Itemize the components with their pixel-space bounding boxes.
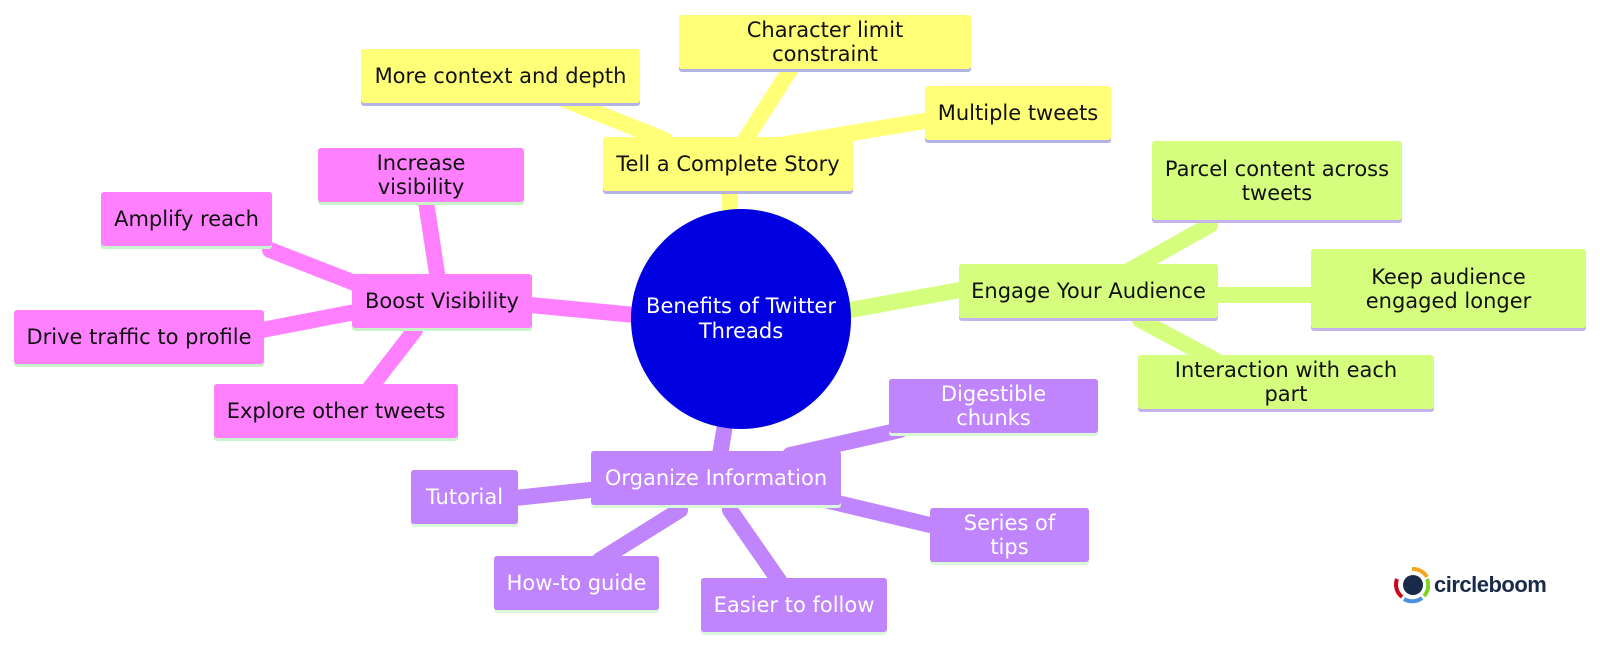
leaf-tutorial: Tutorial — [411, 470, 518, 524]
leaf-easier-to-follow: Easier to follow — [701, 578, 887, 632]
leaf-multiple-tweets: Multiple tweets — [925, 86, 1111, 140]
leaf-more-context-and-depth: More context and depth — [361, 49, 640, 103]
leaf-amplify-reach: Amplify reach — [101, 192, 272, 246]
leaf-drive-traffic-to-profile: Drive traffic to profile — [14, 310, 264, 364]
branch-engage-your-audience: Engage Your Audience — [959, 264, 1218, 318]
leaf-series-of-tips: Series of tips — [930, 508, 1089, 562]
leaf-increase-visibility: Increase visibility — [318, 148, 524, 202]
circleboom-logo: circleboom — [1394, 565, 1547, 605]
leaf-parcel-content-across-tweets: Parcel content across tweets — [1152, 141, 1402, 220]
circleboom-logo-icon — [1394, 566, 1430, 604]
leaf-explore-other-tweets: Explore other tweets — [214, 384, 458, 438]
branch-tell-a-complete-story: Tell a Complete Story — [603, 137, 853, 191]
branch-boost-visibility: Boost Visibility — [352, 274, 532, 328]
leaf-how-to-guide: How-to guide — [494, 556, 659, 610]
leaf-keep-audience-engaged-longer: Keep audience engaged longer — [1311, 249, 1586, 328]
leaf-character-limit-constraint: Character limit constraint — [679, 15, 971, 69]
leaf-interaction-with-each-part: Interaction with each part — [1138, 355, 1434, 409]
center-node: Benefits of Twitter Threads — [631, 209, 851, 429]
circleboom-logo-text: circleboom — [1434, 572, 1547, 597]
branch-organize-information: Organize Information — [591, 451, 841, 505]
leaf-digestible-chunks: Digestible chunks — [889, 379, 1098, 433]
